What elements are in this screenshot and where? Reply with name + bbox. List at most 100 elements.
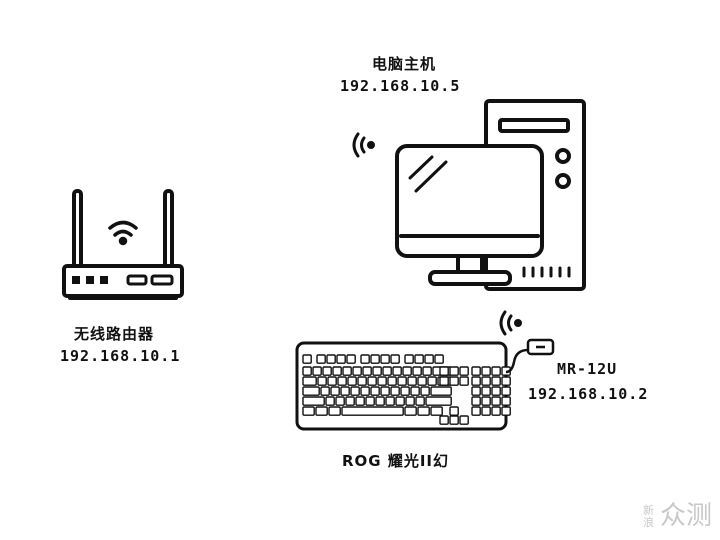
- keyboard-key: [425, 396, 452, 406]
- keyboard-key: [336, 354, 346, 364]
- keyboard-key: [360, 354, 370, 364]
- keyboard-key: [434, 354, 444, 364]
- keyboard-key: [370, 386, 380, 396]
- keyboard-key: [491, 366, 501, 376]
- pc-name-label: 电脑主机: [372, 55, 437, 73]
- keyboard-key: [360, 386, 370, 396]
- keyboard-key: [330, 386, 340, 396]
- pc-wifi-icon: [352, 132, 375, 158]
- keyboard-key: [345, 396, 355, 406]
- keyboard-key: [312, 366, 322, 376]
- keyboard-key: [372, 366, 382, 376]
- keyboard-key: [335, 396, 345, 406]
- keyboard-key: [410, 386, 420, 396]
- keyboard-key: [362, 366, 372, 376]
- keyboard-key: [491, 386, 501, 396]
- keyboard-keys: [302, 354, 511, 425]
- keyboard-key: [377, 376, 387, 386]
- keyboard-icon: [295, 341, 529, 431]
- keyboard-key: [355, 396, 365, 406]
- keyboard-key: [325, 396, 335, 406]
- keyboard-key: [414, 354, 424, 364]
- keyboard-key: [340, 386, 350, 396]
- usb-receiver-icon: [526, 338, 555, 356]
- keyboard-key: [501, 376, 511, 386]
- keyboard-key: [347, 376, 357, 386]
- keyboard-key: [365, 396, 375, 406]
- watermark: 新浪众测: [643, 495, 712, 532]
- keyboard-key: [320, 386, 330, 396]
- keyboard-key: [501, 396, 511, 406]
- keyboard-key: [417, 406, 430, 416]
- keyboard-key: [350, 386, 360, 396]
- keyboard-key: [481, 406, 491, 416]
- keyboard-key: [357, 376, 367, 386]
- receiver-model-label: MR-12U: [557, 360, 618, 378]
- keyboard-key: [471, 376, 481, 386]
- keyboard-key: [375, 396, 385, 406]
- keyboard-key: [449, 406, 459, 416]
- keyboard-key: [367, 376, 377, 386]
- keyboard-key: [346, 354, 356, 364]
- keyboard-key: [481, 386, 491, 396]
- receiver-ip-label: 192.168.10.2: [528, 385, 649, 403]
- keyboard-key: [397, 376, 407, 386]
- keyboard-key: [501, 406, 511, 416]
- keyboard-key: [439, 366, 449, 376]
- keyboard-key: [439, 415, 449, 425]
- keyboard-key: [471, 396, 481, 406]
- keyboard-key: [417, 376, 427, 386]
- keyboard-key: [332, 366, 342, 376]
- keyboard-key: [471, 386, 481, 396]
- watermark-main-text: 众测: [659, 501, 712, 531]
- keyboard-key: [459, 366, 469, 376]
- keyboard-key: [439, 376, 449, 386]
- keyboard-key: [315, 406, 328, 416]
- keyboard-key: [316, 354, 326, 364]
- receiver-wifi-icon: [499, 310, 522, 336]
- keyboard-key: [317, 376, 327, 386]
- keyboard-key: [328, 406, 341, 416]
- keyboard-key: [430, 406, 443, 416]
- pc-ip-label: 192.168.10.5: [340, 77, 461, 95]
- keyboard-key: [459, 376, 469, 386]
- keyboard-key: [387, 376, 397, 386]
- keyboard-key: [405, 396, 415, 406]
- keyboard-key: [422, 366, 432, 376]
- keyboard-key: [491, 396, 501, 406]
- router-wifi-icon: [108, 220, 138, 246]
- keyboard-key: [380, 354, 390, 364]
- keyboard-key: [501, 386, 511, 396]
- keyboard-key: [424, 354, 434, 364]
- keyboard-key: [390, 354, 400, 364]
- keyboard-key: [404, 406, 417, 416]
- keyboard-key: [352, 366, 362, 376]
- keyboard-key: [337, 376, 347, 386]
- keyboard-key: [342, 366, 352, 376]
- keyboard-key: [459, 415, 469, 425]
- keyboard-key: [302, 366, 312, 376]
- keyboard-key: [491, 406, 501, 416]
- keyboard-key: [427, 376, 437, 386]
- keyboard-key: [302, 406, 315, 416]
- router-icon: [62, 189, 184, 300]
- keyboard-key: [412, 366, 422, 376]
- router-ip-label: 192.168.10.1: [60, 347, 181, 365]
- keyboard-key: [430, 386, 452, 396]
- keyboard-key: [326, 354, 336, 364]
- keyboard-key: [481, 376, 491, 386]
- keyboard-key: [449, 376, 459, 386]
- keyboard-key: [400, 386, 410, 396]
- keyboard-key: [471, 366, 481, 376]
- keyboard-key: [481, 366, 491, 376]
- keyboard-name-label: ROG 耀光II幻: [342, 452, 449, 470]
- router-name-label: 无线路由器: [74, 325, 155, 343]
- keyboard-key: [395, 396, 405, 406]
- keyboard-key: [392, 366, 402, 376]
- keyboard-key: [322, 366, 332, 376]
- monitor-icon: [395, 144, 544, 286]
- keyboard-key: [385, 396, 395, 406]
- keyboard-key: [302, 396, 325, 406]
- keyboard-key: [302, 386, 320, 396]
